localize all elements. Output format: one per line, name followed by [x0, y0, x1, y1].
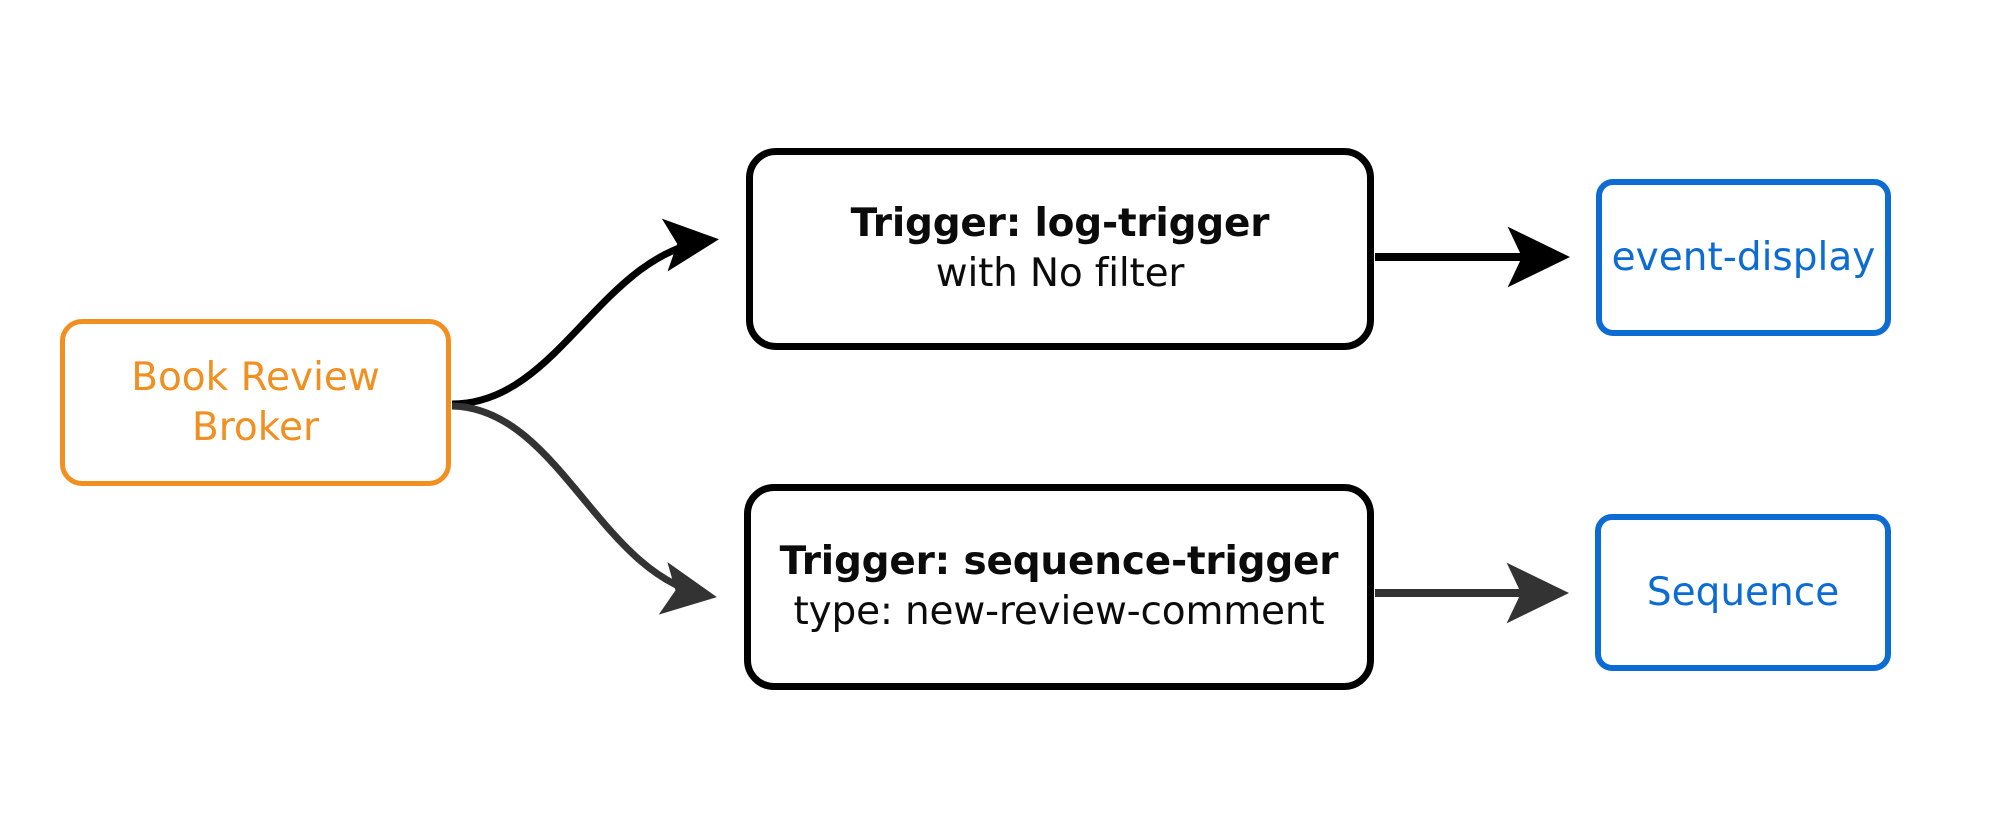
node-log-trigger[interactable]: Trigger: log-trigger with No filter	[746, 148, 1374, 350]
log-trigger-subtitle: with No filter	[935, 251, 1185, 296]
node-sequence[interactable]: Sequence	[1595, 514, 1891, 671]
event-display-label: event-display	[1611, 234, 1876, 280]
node-event-display[interactable]: event-display	[1596, 179, 1891, 336]
sequence-trigger-subtitle: type: new-review-comment	[793, 589, 1325, 634]
broker-label-line-2: Broker	[191, 404, 320, 450]
log-trigger-title: Trigger: log-trigger	[850, 201, 1270, 247]
node-sequence-trigger[interactable]: Trigger: sequence-trigger type: new-revi…	[744, 484, 1374, 690]
sequence-label: Sequence	[1646, 569, 1840, 615]
edge-broker-to-sequence-trigger	[451, 402, 717, 615]
broker-label-line-1: Book Review	[131, 354, 380, 400]
sequence-trigger-title: Trigger: sequence-trigger	[779, 539, 1339, 585]
edge-broker-to-log-trigger	[451, 218, 719, 408]
node-book-review-broker[interactable]: Book Review Broker	[60, 319, 451, 486]
